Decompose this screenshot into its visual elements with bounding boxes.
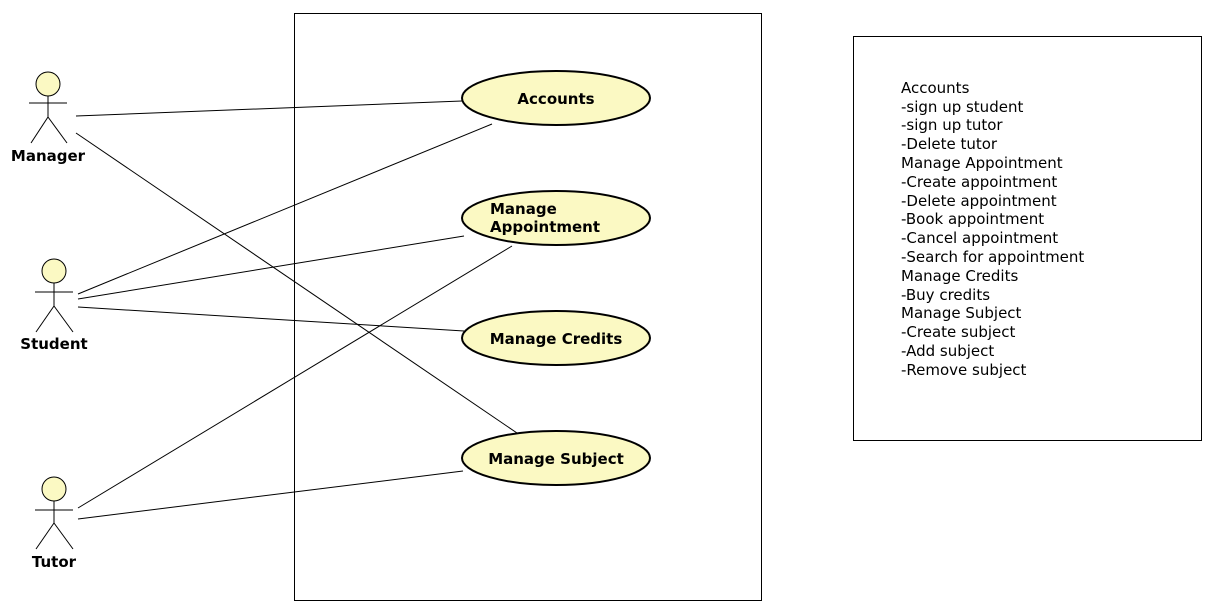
note-line: Manage Appointment [901, 154, 1063, 172]
actor-left-leg [35, 305, 55, 333]
use-case-accounts[interactable]: Accounts [461, 70, 651, 126]
actor-tutor[interactable]: Tutor [32, 476, 77, 571]
actor-student[interactable]: Student [20, 258, 88, 353]
actor-head [41, 258, 67, 284]
use-case-label: Manage Subject [488, 450, 624, 468]
note-line: -Create subject [901, 323, 1016, 341]
association-manager-accounts [75, 100, 463, 117]
association-manager-manage-subject [75, 132, 518, 434]
note-line: -Remove subject [901, 361, 1027, 379]
note-line: -Search for appointment [901, 248, 1084, 266]
use-case-label: Manage Credits [490, 330, 623, 348]
association-tutor-manage-subject [77, 470, 464, 520]
use-case-label-line-2: Appointment [490, 218, 600, 236]
actor-head [41, 476, 67, 502]
use-case-ellipse [461, 70, 651, 126]
actor-right-leg [53, 305, 74, 333]
note-line: -Delete appointment [901, 192, 1057, 210]
use-case-label: Accounts [517, 90, 594, 108]
actor-label: Student [20, 335, 87, 353]
note-line: -sign up student [901, 98, 1023, 116]
note-line: Manage Subject [901, 304, 1022, 322]
note-line: Accounts [901, 79, 970, 97]
association-student-manage-credits [77, 306, 465, 332]
actor-label: Manager [11, 147, 86, 165]
use-case-label-line-1: Manage [490, 200, 557, 218]
actor-manager[interactable]: Manager [11, 71, 86, 165]
actor-right-leg [53, 522, 74, 550]
note-line: -sign up tutor [901, 116, 1003, 134]
association-tutor-manage-appointment [77, 245, 513, 509]
use-case-ellipse [461, 310, 651, 366]
associations [75, 100, 518, 520]
actor-left-leg [30, 116, 49, 144]
note-box [853, 36, 1202, 441]
note-line: Manage Credits [901, 267, 1018, 285]
actor-left-leg [35, 522, 55, 550]
note-line: -Add subject [901, 342, 994, 360]
system-boundary [294, 13, 762, 601]
note: Accounts -sign up student -sign up tutor… [853, 36, 1202, 441]
note-line: -Create appointment [901, 173, 1057, 191]
actor-label: Tutor [32, 553, 77, 571]
use-case-manage-appointment[interactable]: Manage Appointment [461, 190, 651, 246]
use-case-manage-subject[interactable]: Manage Subject [461, 430, 651, 486]
note-line: -Delete tutor [901, 135, 998, 153]
note-line: -Book appointment [901, 210, 1044, 228]
note-line: -Cancel appointment [901, 229, 1058, 247]
use-case-manage-credits[interactable]: Manage Credits [461, 310, 651, 366]
use-case-ellipse [461, 430, 651, 486]
association-student-manage-appointment [77, 235, 465, 300]
association-student-accounts [77, 123, 493, 295]
note-line: -Buy credits [901, 286, 990, 304]
actor-right-leg [47, 116, 68, 144]
actor-head [35, 71, 61, 97]
use-case-ellipse [461, 190, 651, 246]
